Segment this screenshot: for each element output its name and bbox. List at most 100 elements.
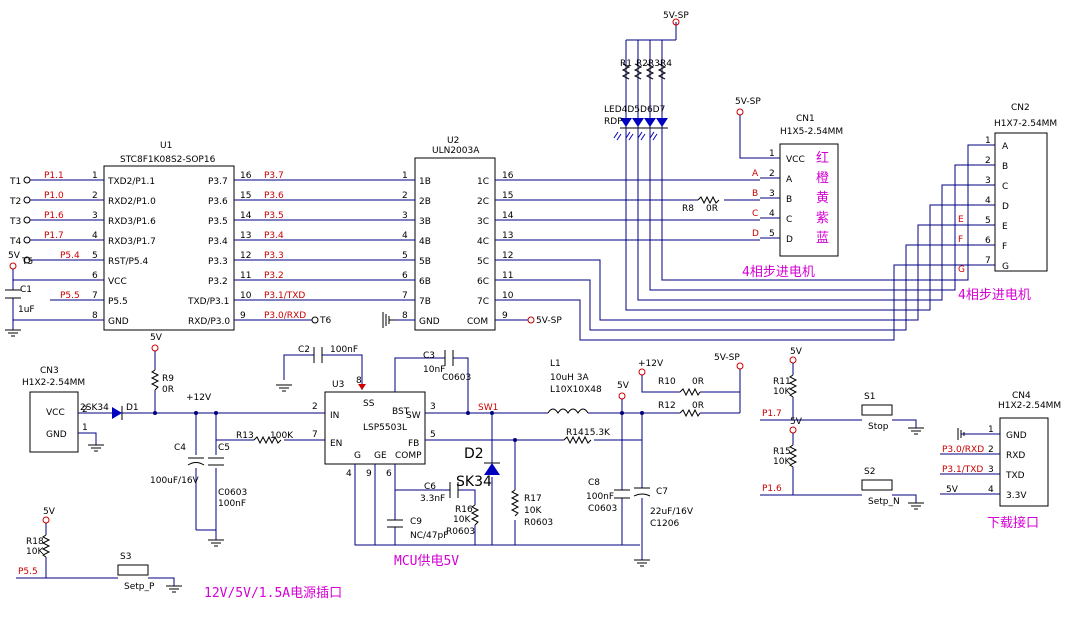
- u2-left-pin-num: 1: [402, 171, 408, 181]
- cn1-pin-num: 5: [769, 229, 775, 239]
- r12-value: 0R: [692, 401, 704, 411]
- u1-right-net-label: P3.4: [264, 231, 284, 241]
- u1-left-net-label: P1.6: [44, 211, 64, 221]
- led-resistor: [645, 63, 655, 80]
- t6-port: [311, 316, 319, 324]
- led-resistor-ref: R3: [648, 59, 660, 69]
- r12-ref: R12: [658, 401, 676, 411]
- switch-resistor-ref: R18: [26, 537, 44, 547]
- switch-body: [861, 404, 893, 416]
- cn2-pin-name: G: [1002, 262, 1009, 272]
- c5-value: 100nF: [218, 499, 246, 509]
- c1-cap: 5V C1 1uF: [5, 251, 104, 337]
- r8-resistor: R8 0R: [495, 195, 760, 214]
- cn1-wire-color: 黄: [816, 191, 829, 206]
- u2-left-pin-num: 3: [402, 211, 408, 221]
- cn1-pin-name: A: [786, 175, 793, 185]
- c8-ref: C8: [588, 478, 600, 488]
- u2-left-pin-num: 6: [402, 271, 408, 281]
- u1-left-pin-name: RXD3/P1.7: [108, 237, 156, 247]
- cn1-pin-name: D: [786, 235, 793, 245]
- cn3-ref: CN3: [40, 366, 59, 376]
- mcu-supply-label: MCU供电5V: [394, 554, 459, 569]
- u2-right-pin-name: 2C: [477, 197, 489, 207]
- cn2-ref: CN2: [1011, 103, 1030, 113]
- u1-left-net-label: P1.1: [44, 171, 64, 181]
- u1-right-pin-name: TXD/P3.1: [187, 297, 229, 307]
- u1-left-pin-num: 8: [92, 311, 98, 321]
- u1-right-net-label: P3.7: [264, 171, 284, 181]
- led-resistor: [633, 63, 643, 80]
- switch-label: Stop: [868, 422, 889, 432]
- cn3-pin1-num: 1: [82, 423, 88, 433]
- led-supply-label: 5V-SP: [663, 11, 689, 21]
- cn4-pin-num: 4: [988, 485, 994, 495]
- cn4-pin-name: GND: [1006, 431, 1027, 441]
- led-light-arrows: [625, 131, 634, 141]
- svg-text:4: 4: [346, 469, 352, 479]
- c6-ref: C6: [424, 482, 436, 492]
- u2-left-pin-name: 7B: [419, 297, 431, 307]
- u2-right-pin-name: COM: [467, 317, 488, 327]
- u2-left-pin-name: 2B: [419, 197, 431, 207]
- u1-left-pin-name: RXD2/P1.0: [108, 197, 156, 207]
- r10-value: 0R: [692, 377, 704, 387]
- mcu-to-driver-wires: T6: [234, 179, 395, 326]
- r16-pkg: R0603: [446, 527, 475, 537]
- cn2-pin-name: D: [1002, 202, 1009, 212]
- u2-left-pin-name: GND: [419, 317, 440, 327]
- cn1-pin-num: 1: [769, 149, 775, 159]
- u2-left-pin-num: 7: [402, 291, 408, 301]
- u1-right-pin-num: 10: [240, 291, 252, 301]
- r13-resistor: R13 100K: [215, 413, 320, 445]
- cn2-pin-name: B: [1002, 162, 1008, 172]
- svg-text:9: 9: [366, 469, 372, 479]
- led-light-arrows: [649, 131, 658, 141]
- u1-left-pin-num: 2: [92, 191, 98, 201]
- u1-left-pin-num: 6: [92, 271, 98, 281]
- switch-ground: [908, 427, 924, 435]
- u3-pin-in: IN: [330, 411, 339, 421]
- u2-driver: U2 ULN2003A 1B12B23B34B45B56B67B7GND81C1…: [382, 136, 562, 331]
- cn4-pin-name: RXD: [1006, 451, 1025, 461]
- l1-ref: L1: [550, 359, 561, 369]
- c8-value: 100nF: [586, 492, 614, 502]
- led-resistor-ref: R1: [620, 59, 632, 69]
- switch-supply-net: 5V: [790, 417, 803, 427]
- u2-right-pin-num: 11: [502, 271, 513, 281]
- u2-left-pin-name: 1B: [419, 177, 431, 187]
- cn2-pin-num: 5: [985, 216, 991, 226]
- cn3-part: H1X2-2.54MM: [22, 378, 85, 388]
- c5-ref: C5: [218, 443, 230, 453]
- u1-right-pin-name: RXD/P3.0: [188, 317, 230, 327]
- u2-left-pin-name: 4B: [419, 237, 431, 247]
- c4-ref: C4: [174, 443, 186, 453]
- led-light-arrows: [637, 131, 646, 141]
- c7-value: 22uF/16V: [650, 507, 694, 517]
- switch-net-label: P5.5: [18, 567, 38, 577]
- c5-pkg: C0603: [218, 488, 247, 498]
- u3-pin-fb: FB: [408, 439, 419, 449]
- u1-body: [103, 165, 235, 331]
- u2-right-pin-name: 6C: [477, 277, 489, 287]
- switch-ref: S2: [864, 467, 875, 477]
- cn3-power-jack: CN3 H1X2-2.54MM VCC GND 2 1: [22, 366, 112, 453]
- r10-ref: R10: [658, 377, 676, 387]
- u2-right-pin-num: 12: [502, 251, 513, 261]
- u1-right-pin-num: 9: [240, 311, 246, 321]
- route-cn2-d: [625, 204, 975, 311]
- input-supply-label: 12V/5V/1.5A电源插口: [204, 586, 342, 601]
- u2-right-pin-name: 3C: [477, 217, 489, 227]
- c3-pkg: C0603: [442, 373, 471, 383]
- d1-ref: D1: [126, 403, 139, 413]
- cn4-pin-name: TXD: [1005, 471, 1025, 481]
- svg-text:6: 6: [386, 469, 392, 479]
- l1-inductor: L1 10uH 3A L10X10X48: [547, 359, 740, 415]
- cn3-pin1-name: GND: [46, 430, 67, 440]
- c2-ref: C2: [298, 345, 310, 355]
- r17-pkg: R0603: [524, 518, 553, 528]
- u2-left-pin-num: 2: [402, 191, 408, 201]
- u1-left-pin-name: P5.5: [108, 297, 128, 307]
- r9-value: 0R: [162, 385, 174, 395]
